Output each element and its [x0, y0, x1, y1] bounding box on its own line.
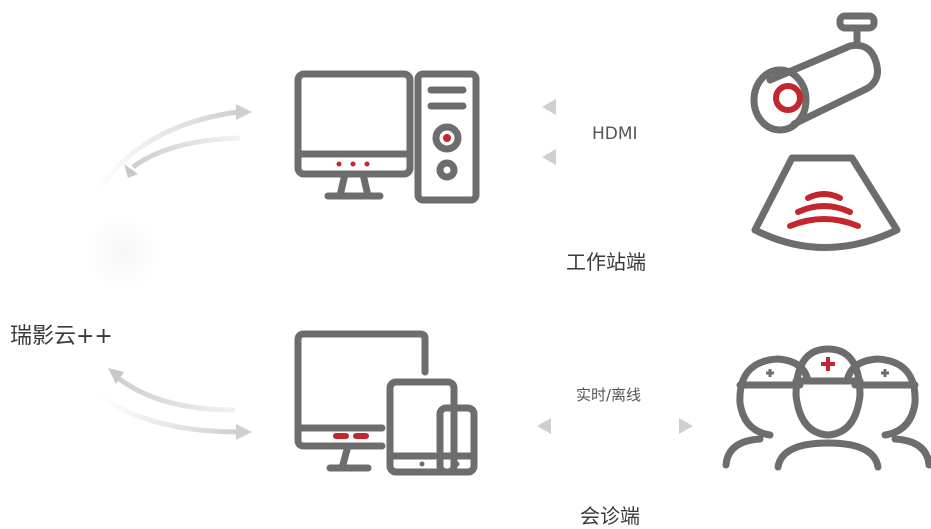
realtime-offline-arrow [537, 418, 693, 434]
arrow-to-cloud-lower [116, 376, 236, 413]
camera-icon [750, 12, 881, 134]
cloud-halo [85, 215, 160, 290]
arrowhead-left-upper [124, 164, 138, 178]
hdmi-label: HDMI [592, 124, 638, 144]
arrow-to-workstation [92, 109, 239, 197]
realtime-offline-label: 实时/离线 [576, 386, 642, 404]
arrowhead-right-lower [236, 424, 252, 440]
arrowhead-left-lower [108, 368, 124, 384]
doctors-icon [722, 345, 931, 471]
cloud-label: 瑞影云++ [10, 324, 113, 349]
arrow-to-cloud-upper [131, 135, 241, 170]
hdmi-arrows [542, 99, 690, 165]
workstation-label: 工作站端 [566, 250, 646, 274]
workstation-icon [294, 70, 480, 204]
ultrasound-icon [751, 154, 901, 251]
arrow-to-consult [96, 392, 239, 435]
arrowhead-right-upper [236, 104, 252, 120]
consultation-label: 会诊端 [580, 504, 640, 528]
consultation-devices-icon [294, 330, 478, 476]
